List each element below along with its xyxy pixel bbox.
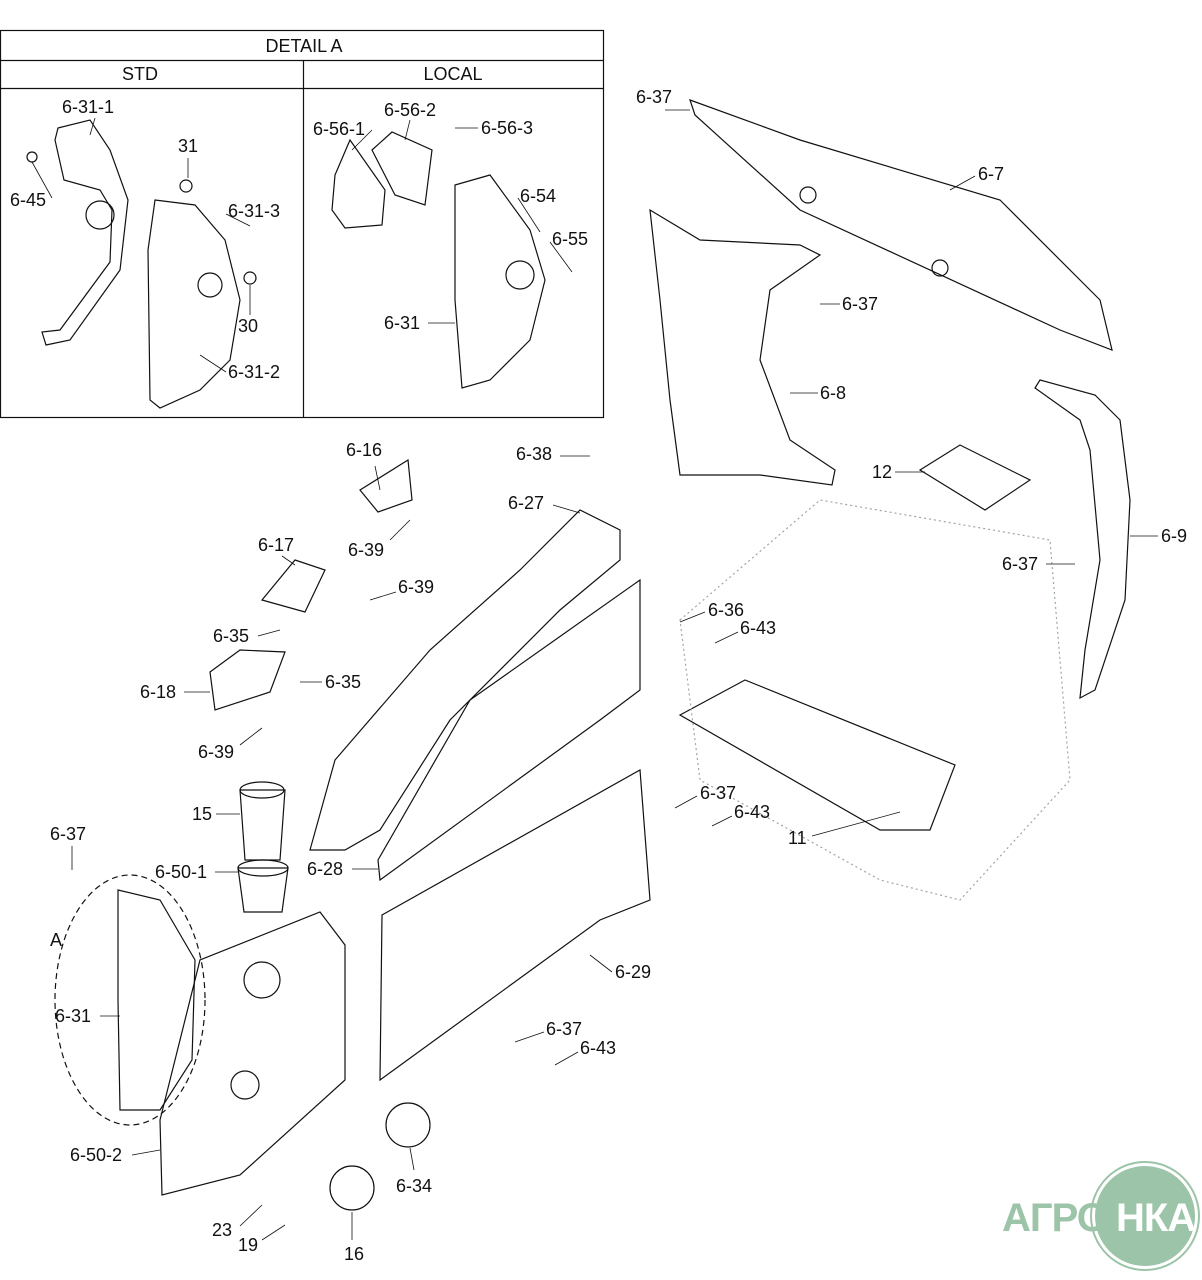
part-31 (179, 179, 193, 193)
part-label: 6-43 (580, 1038, 617, 1058)
leader-lines (31, 109, 1158, 1241)
part-label: 6-56-1 (313, 119, 366, 139)
part-6-27 (309, 509, 621, 851)
part-label: 16 (344, 1244, 365, 1264)
part-label: 6-7 (978, 164, 1005, 184)
part-label: 12 (872, 462, 893, 482)
std-column-header: STD (122, 64, 158, 84)
part-6-28 (377, 578, 641, 882)
part-label: 6-36 (708, 600, 745, 620)
part-label: 6-31-3 (228, 201, 281, 221)
part-6-18 (209, 649, 286, 711)
part-label: 6-31 (55, 1006, 92, 1026)
part-label: 6-43 (734, 802, 771, 822)
part-label: 6-31-1 (62, 97, 115, 117)
part-label: 6-39 (398, 577, 435, 597)
detail-a-circle (54, 874, 206, 1126)
part-6-31-2-cover (147, 199, 241, 409)
part-6-29 (379, 769, 651, 1082)
part-label: 6-43 (740, 618, 777, 638)
part-30 (243, 271, 257, 285)
part-15 (239, 789, 286, 861)
part-label: 6-34 (396, 1176, 433, 1196)
part-label: 30 (238, 316, 259, 336)
logo-circle (1095, 1166, 1195, 1266)
cab-floor-outline (679, 499, 1071, 901)
part-6-7 (689, 99, 1113, 351)
part-6-56-2 (371, 131, 433, 206)
part-label: 6-54 (520, 186, 557, 206)
detail-a-table (0, 29, 605, 419)
part-6-31-local (454, 174, 546, 389)
part-label: 6-9 (1161, 526, 1188, 546)
part-6-34 (385, 1102, 431, 1148)
part-label: 6-17 (258, 535, 295, 555)
part-label: 6-31 (384, 313, 421, 333)
part-6-16 (359, 458, 413, 513)
part-label: 6-37 (636, 87, 673, 107)
part-11 (678, 679, 956, 831)
part-label: 6-35 (213, 626, 250, 646)
local-column-header: LOCAL (423, 64, 483, 84)
logo-text-left: АГРО (1002, 1196, 1108, 1240)
part-label: 6-37 (50, 824, 87, 844)
part-label: 6-29 (615, 962, 652, 982)
part-label: 6-39 (348, 540, 385, 560)
part-label: 6-37 (1002, 554, 1039, 574)
part-label: 11 (788, 828, 807, 848)
part-label: 6-56-2 (384, 100, 437, 120)
part-label: 6-37 (842, 294, 879, 314)
part-label: 6-50-2 (70, 1145, 123, 1165)
part-label: 6-35 (325, 672, 362, 692)
part-label: 6-37 (546, 1019, 583, 1039)
part-label: 6-37 (700, 783, 737, 803)
part-label: 23 (212, 1220, 233, 1240)
part-6-50-1 (237, 867, 289, 913)
part-label: 6-50-1 (155, 862, 208, 882)
part-6-9 (1034, 379, 1131, 700)
part-label: 6-39 (198, 742, 235, 762)
part-label: 6-16 (346, 440, 383, 460)
detail-a-marker: A (50, 930, 63, 950)
logo-text-right: НКА (1116, 1196, 1196, 1240)
part-label: 6-28 (307, 859, 344, 879)
part-label: 6-45 (10, 190, 47, 210)
agronka-logo: АГРО НКА (1000, 1158, 1200, 1276)
part-label: 6-38 (516, 444, 553, 464)
part-label: 6-8 (820, 383, 847, 403)
part-label: 6-31-2 (228, 362, 281, 382)
part-6-50-2 (159, 911, 346, 1196)
part-12 (918, 444, 1032, 511)
part-label: 19 (238, 1235, 259, 1255)
part-label: 6-27 (508, 493, 545, 513)
part-label: 6-55 (552, 229, 589, 249)
part-6-31-1-bracket (41, 119, 129, 346)
part-16 (329, 1165, 375, 1211)
part-6-45 (26, 151, 38, 163)
part-6-8 (649, 208, 836, 486)
part-6-17 (260, 559, 326, 613)
part-label: 6-56-3 (481, 118, 534, 138)
part-6-56-1 (331, 138, 386, 229)
part-label: 6-18 (140, 682, 177, 702)
detail-a-title: DETAIL A (265, 36, 343, 56)
part-label: 15 (192, 804, 213, 824)
part-label: 31 (178, 136, 199, 156)
